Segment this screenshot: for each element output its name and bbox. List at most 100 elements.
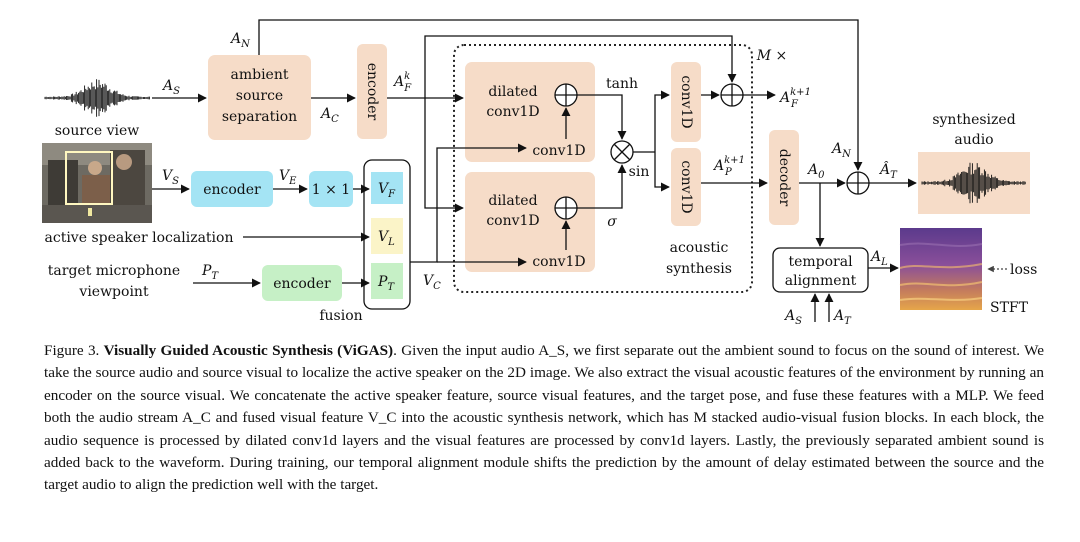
conv1d-upper-box	[528, 139, 590, 161]
pose-encoder-box	[262, 265, 342, 301]
wire-sigma	[577, 164, 627, 209]
conv1d-p-box	[671, 148, 701, 226]
source-label: source	[236, 88, 283, 104]
synthesis-label: synthesis	[666, 261, 732, 277]
svg-text:AL: AL	[869, 249, 888, 268]
m-times-label: M ×	[756, 48, 788, 64]
label-a-n-top: AN	[229, 31, 251, 50]
dilated-upper-line2: conv1D	[486, 104, 539, 120]
conv1d-upper-label: conv1D	[532, 143, 585, 159]
wire-afk-lower	[424, 98, 464, 213]
label-v-s: VS	[162, 168, 179, 187]
plus-upper-icon	[554, 83, 578, 107]
label-v-c: VC	[423, 273, 441, 292]
label-p-t-box: PT	[377, 274, 395, 293]
svg-text:Ak+1F: Ak+1F	[778, 87, 811, 110]
sin-label: sin	[629, 164, 650, 180]
p-t-box	[371, 263, 403, 299]
svg-text:AS: AS	[161, 78, 180, 97]
figure-caption: Figure 3. Visually Guided Acoustic Synth…	[44, 340, 1044, 497]
svg-text:VS: VS	[162, 168, 179, 187]
conv1d-lower-label: conv1D	[532, 254, 585, 270]
caption-figure-label: Figure 3.	[44, 342, 100, 359]
temporal-label: temporal	[788, 254, 853, 270]
dilated-upper-line1: dilated	[488, 84, 537, 100]
svg-text:PT: PT	[201, 263, 219, 282]
target-mic-label-1: target microphone	[48, 263, 180, 279]
source-waveform	[44, 79, 150, 117]
svg-text:AS: AS	[783, 308, 802, 327]
svg-text:AT: AT	[832, 308, 852, 327]
svg-text:AC: AC	[319, 106, 339, 125]
svg-text:PT: PT	[377, 274, 395, 293]
plus-residual-icon	[720, 83, 744, 107]
sigma-label: σ	[607, 214, 617, 230]
visual-encoder-label: encoder	[203, 182, 261, 198]
wire-an-top	[258, 19, 863, 171]
one-by-one-label: 1 × 1	[312, 182, 350, 198]
svg-text:AN: AN	[229, 31, 251, 50]
stft-spectrogram	[899, 228, 983, 310]
svg-text:AkF: AkF	[392, 71, 412, 94]
one-by-one-box	[309, 171, 353, 207]
alignment-label: alignment	[785, 273, 857, 289]
wire-afk-residual	[424, 35, 737, 98]
label-a-t-hat: ÂT	[878, 160, 898, 181]
active-speaker-label: active speaker localization	[45, 230, 234, 246]
svg-text:VF: VF	[378, 181, 396, 200]
label-a-t-bottom: AT	[832, 308, 852, 327]
dilated-lower-line2: conv1D	[486, 213, 539, 229]
syn-wave-path	[921, 162, 1026, 204]
audio-encoder-label: encoder	[364, 63, 380, 121]
synthesized-waveform	[921, 162, 1026, 204]
ambient-source-separation-box	[208, 55, 311, 140]
fusion-label: fusion	[319, 308, 362, 324]
decoder-box	[769, 130, 799, 225]
label-v-f: VF	[378, 181, 396, 200]
visual-encoder-box	[191, 171, 273, 207]
svg-text:VL: VL	[378, 229, 395, 248]
label-a-l: AL	[869, 249, 888, 268]
plus-ambient-icon	[846, 171, 870, 195]
multiply-icon	[610, 140, 634, 164]
stft-label: STFT	[990, 300, 1029, 316]
label-p-t: PT	[201, 263, 219, 282]
label-a-c: AC	[319, 106, 339, 125]
conv1d-f-label: conv1D	[678, 75, 694, 128]
svg-text:ÂT: ÂT	[878, 160, 898, 181]
synthesized-label: synthesized	[932, 112, 1015, 128]
tanh-label: tanh	[606, 76, 638, 92]
svg-text:Ak+1P: Ak+1P	[712, 155, 745, 178]
vigas-diagram: source view ambient source separation en…	[42, 19, 1037, 327]
audio-label: audio	[954, 132, 993, 148]
wire-vc	[410, 143, 527, 263]
label-a-n-right: AN	[830, 141, 852, 160]
svg-text:VE: VE	[279, 168, 297, 187]
temporal-alignment-box	[772, 247, 869, 293]
acoustic-label: acoustic	[670, 240, 729, 256]
plus-lower-icon	[554, 196, 578, 220]
v-f-box	[371, 172, 403, 204]
label-a-0: A0	[806, 162, 825, 181]
pose-encoder-label: encoder	[273, 276, 331, 292]
label-a-s: AS	[161, 78, 180, 97]
caption-title: Visually Guided Acoustic Synthesis (ViGA…	[103, 342, 394, 359]
conv1d-p-label: conv1D	[678, 160, 694, 213]
svg-text:AN: AN	[830, 141, 852, 160]
target-mic-label-2: viewpoint	[78, 284, 149, 300]
ambient-label: ambient	[231, 67, 289, 83]
v-l-box	[371, 218, 403, 254]
label-a-s-bottom: AS	[783, 308, 802, 327]
label-v-e: VE	[279, 168, 297, 187]
dilated-lower-line1: dilated	[488, 193, 537, 209]
loss-label: loss	[1010, 262, 1037, 278]
caption-body: . Given the input audio A_S, we first se…	[44, 342, 1044, 494]
wire-to-conv-p	[654, 152, 670, 192]
source-view-label: source view	[55, 123, 140, 139]
source-view-image	[42, 143, 152, 223]
svg-text:VC: VC	[423, 273, 441, 292]
m-times-block	[453, 44, 753, 293]
